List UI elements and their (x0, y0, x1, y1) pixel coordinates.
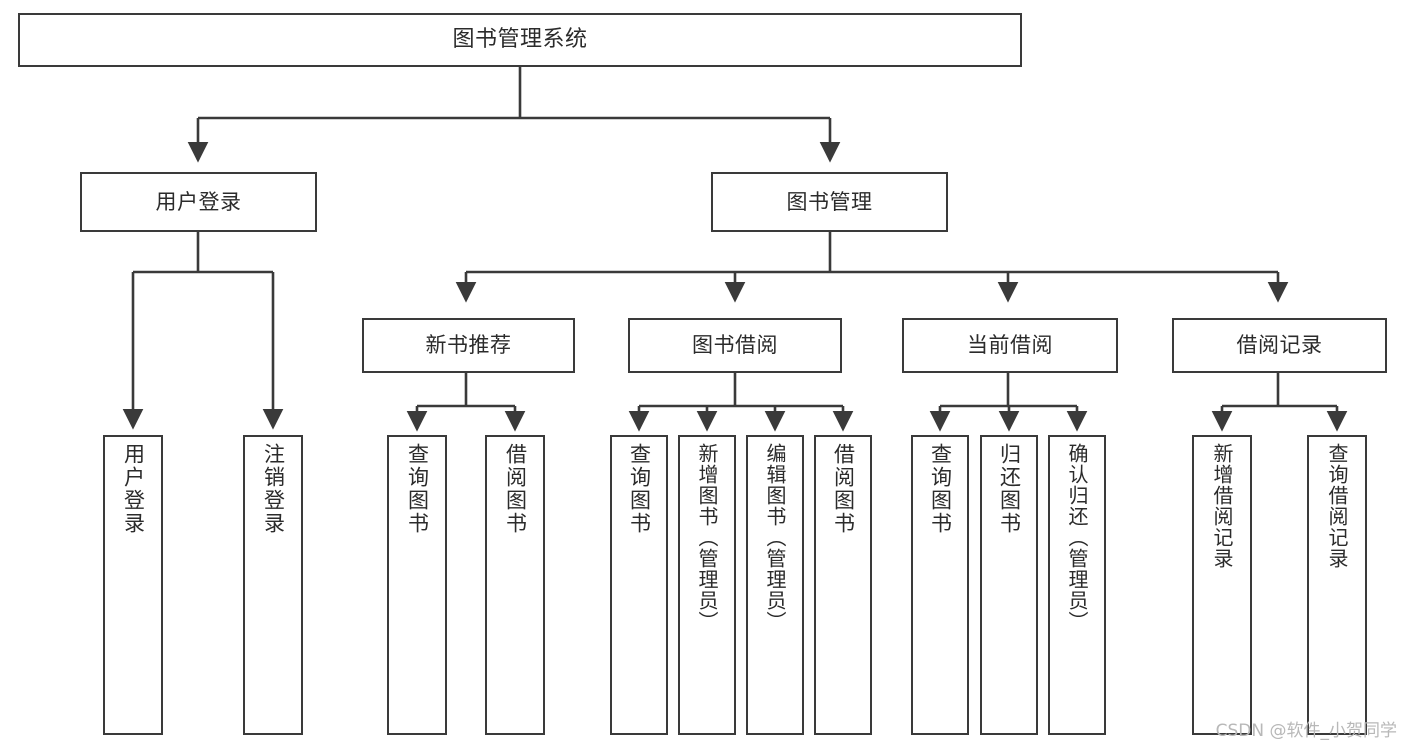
leaf-user-login-signout[interactable]: 注销登录 (243, 435, 303, 735)
node-label: 编辑图书（管理员） (763, 443, 787, 632)
leaf-current-confirm-return-admin[interactable]: 确认归还（管理员） (1048, 435, 1106, 735)
node-label: 查询图书 (405, 443, 430, 535)
node-label: 借阅图书 (503, 443, 528, 535)
node-book-management[interactable]: 图书管理 (711, 172, 948, 232)
leaf-user-login-signin[interactable]: 用户登录 (103, 435, 163, 735)
node-label: 查询图书 (928, 443, 953, 535)
leaf-recommend-query-book[interactable]: 查询图书 (387, 435, 447, 735)
leaf-borrow-borrow-book[interactable]: 借阅图书 (814, 435, 872, 735)
node-label: 新书推荐 (425, 333, 512, 358)
node-new-book-recommend[interactable]: 新书推荐 (362, 318, 575, 373)
node-current-borrow[interactable]: 当前借阅 (902, 318, 1118, 373)
node-label: 新增图书（管理员） (695, 443, 719, 632)
node-label: 查询借阅记录 (1325, 443, 1349, 569)
node-label: 查询图书 (627, 443, 652, 535)
node-book-borrow[interactable]: 图书借阅 (628, 318, 842, 373)
node-label: 借阅图书 (831, 443, 856, 535)
leaf-record-add-record[interactable]: 新增借阅记录 (1192, 435, 1252, 735)
node-label: 当前借阅 (967, 333, 1053, 358)
node-label: 确认归还（管理员） (1065, 443, 1089, 632)
watermark-text: CSDN @软件_小贺同学 (1215, 721, 1397, 741)
node-label: 图书借阅 (692, 333, 778, 358)
node-label: 借阅记录 (1236, 333, 1323, 358)
leaf-current-return-book[interactable]: 归还图书 (980, 435, 1038, 735)
node-user-login[interactable]: 用户登录 (80, 172, 317, 232)
leaf-borrow-add-book-admin[interactable]: 新增图书（管理员） (678, 435, 736, 735)
node-borrow-record[interactable]: 借阅记录 (1172, 318, 1387, 373)
node-root-system[interactable]: 图书管理系统 (18, 13, 1022, 67)
node-label: 用户登录 (121, 443, 146, 535)
leaf-current-query-book[interactable]: 查询图书 (911, 435, 969, 735)
node-label: 归还图书 (997, 443, 1022, 535)
node-label: 用户登录 (155, 189, 242, 214)
leaf-recommend-borrow-book[interactable]: 借阅图书 (485, 435, 545, 735)
node-label: 图书管理系统 (452, 27, 588, 53)
node-label: 图书管理 (786, 189, 873, 214)
node-label: 注销登录 (261, 443, 286, 535)
node-label: 新增借阅记录 (1210, 443, 1234, 569)
leaf-borrow-query-book[interactable]: 查询图书 (610, 435, 668, 735)
leaf-record-query-record[interactable]: 查询借阅记录 (1307, 435, 1367, 735)
leaf-borrow-edit-book-admin[interactable]: 编辑图书（管理员） (746, 435, 804, 735)
